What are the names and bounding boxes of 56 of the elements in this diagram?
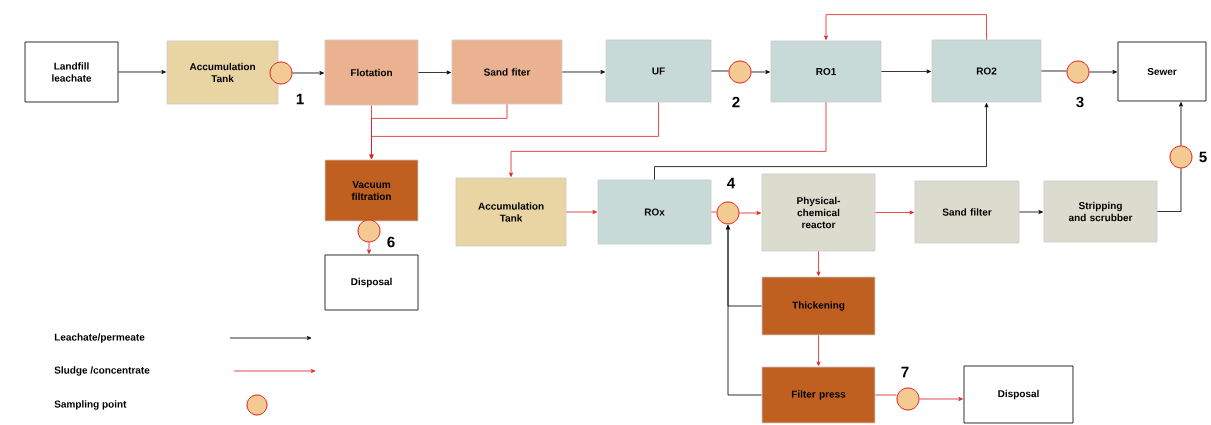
arrow: [1089, 70, 1117, 74]
process-box: Disposal: [324, 254, 419, 311]
arrow: [751, 70, 770, 74]
process-box: Sand filter: [914, 180, 1020, 244]
callout-number: 2: [732, 96, 740, 108]
process-box: Flotation: [324, 39, 419, 106]
process-box: RO1: [770, 40, 882, 103]
sampling-point-circle: [1169, 145, 1193, 169]
process-box: UF: [605, 39, 712, 103]
sampling-point-circle: [269, 61, 293, 85]
callout-number: 7: [901, 366, 909, 378]
arrow: [816, 251, 821, 276]
arrow: [292, 71, 324, 75]
sampling-point-circle: [1066, 60, 1090, 84]
process-box: RO2: [931, 39, 1042, 103]
process-box: Sand fiter: [451, 39, 563, 105]
arrow: [824, 14, 987, 40]
arrow: [739, 211, 761, 215]
legend-label: Sampling point: [54, 400, 127, 410]
arrow: [369, 102, 659, 159]
process-box: Vacuum filtration: [324, 159, 419, 222]
arrow: [562, 70, 605, 74]
arrow: [875, 210, 914, 215]
callout-number: 6: [387, 236, 395, 248]
arrow: [566, 210, 597, 214]
sampling-point-circle: [716, 201, 740, 225]
callout-number: 1: [296, 93, 304, 105]
process-box: Sewer: [1117, 41, 1207, 102]
process-box: Stripping and scrubber: [1043, 180, 1158, 243]
callout-number: 3: [1076, 96, 1084, 108]
callout-number: 5: [1199, 151, 1207, 163]
arrow: [816, 335, 821, 366]
process-box: Physical-chemical reactor: [761, 173, 876, 252]
process-box: Disposal: [963, 365, 1074, 424]
arrow: [919, 397, 963, 401]
sampling-point-circle: [896, 387, 920, 411]
arrow: [418, 70, 451, 75]
process-box: Filter press: [761, 366, 876, 424]
arrow: [509, 102, 827, 177]
process-box: Landfill leachate: [24, 41, 119, 103]
sampling-point-circle: [357, 219, 381, 243]
sampling-point-circle: [728, 60, 752, 84]
callout-number: 4: [727, 177, 736, 189]
arrow: [1019, 210, 1043, 214]
arrow: [367, 242, 371, 254]
arrow: [654, 103, 989, 180]
arrow: [881, 69, 931, 74]
process-box: Accumulation Tank: [166, 40, 279, 105]
process-box: Accumulation Tank: [455, 177, 567, 247]
arrow: [1179, 102, 1183, 146]
arrow: [118, 70, 166, 74]
legend-label: Sludge /concentrate: [54, 366, 150, 376]
process-box: Thickening: [761, 276, 876, 336]
arrow: [726, 225, 762, 396]
legend-label: Leachate/permeate: [54, 333, 145, 343]
process-box: ROx: [597, 179, 712, 245]
